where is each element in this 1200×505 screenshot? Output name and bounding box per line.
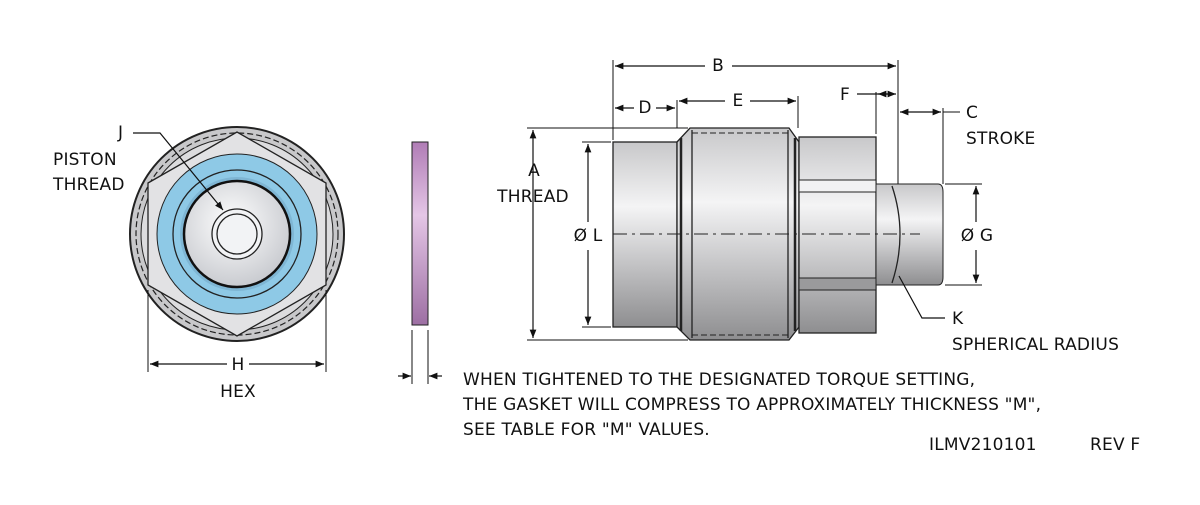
label-a-thread: THREAD: [497, 187, 569, 207]
revision: REV F: [1090, 435, 1141, 455]
label-spherical-radius: SPHERICAL RADIUS: [952, 335, 1120, 355]
label-hex: HEX: [220, 382, 256, 402]
label-h: H: [231, 355, 245, 375]
label-b: B: [712, 56, 724, 76]
label-k: K: [952, 309, 964, 329]
label-f: F: [840, 85, 850, 105]
side-view: [527, 60, 982, 341]
label-d: D: [638, 98, 652, 118]
drawing-number: ILMV210101: [929, 435, 1037, 455]
label-j: J: [118, 123, 124, 143]
label-c: C: [966, 103, 979, 123]
label-g: Ø G: [960, 226, 994, 246]
label-e: E: [732, 91, 744, 111]
label-a: A: [528, 161, 540, 181]
label-piston: PISTON: [53, 150, 117, 170]
note-line-1: WHEN TIGHTENED TO THE DESIGNATED TORQUE …: [463, 370, 976, 390]
gasket: [398, 141, 442, 384]
note-line-3: SEE TABLE FOR "M" VALUES.: [463, 420, 710, 440]
note-line-2: THE GASKET WILL COMPRESS TO APPROXIMATEL…: [463, 395, 1042, 415]
label-l: Ø L: [573, 226, 603, 246]
end-view: [129, 126, 345, 372]
label-piston-thread: THREAD: [53, 175, 125, 195]
label-stroke: STROKE: [966, 129, 1036, 149]
